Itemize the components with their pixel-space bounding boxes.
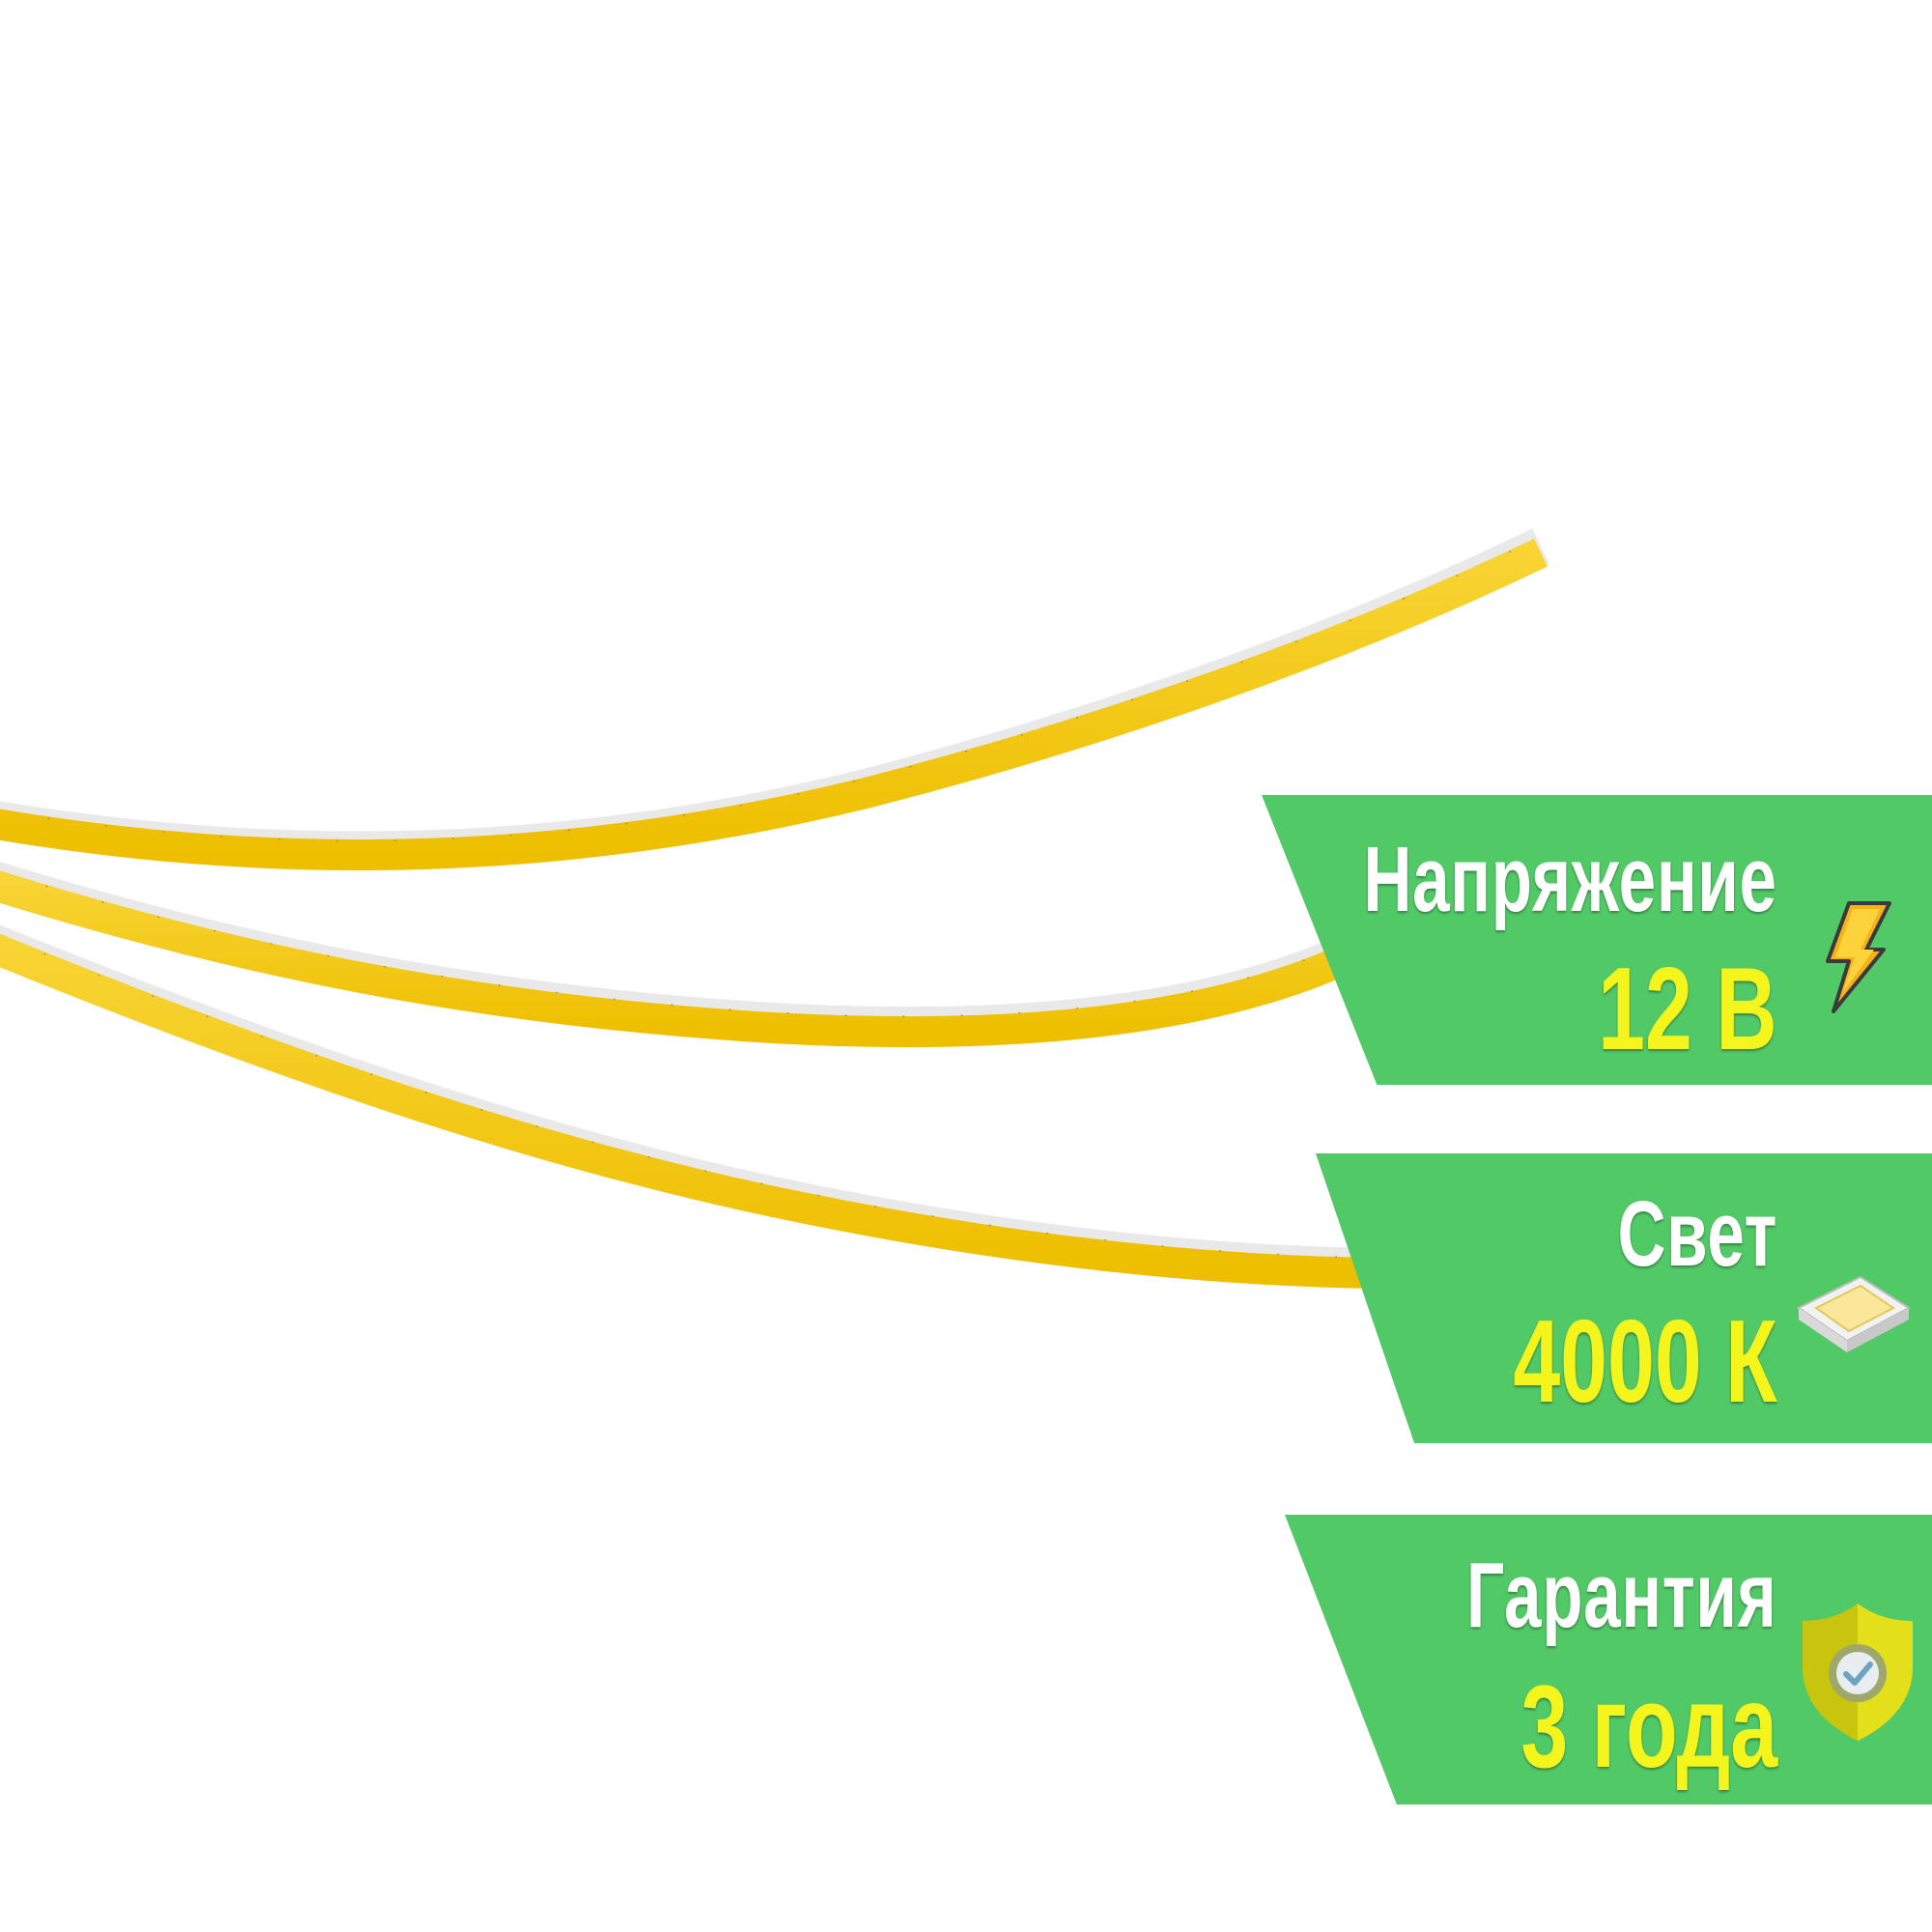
voltage-value: 12 В [1598,943,1777,1074]
badge-background [1262,795,1932,1085]
led-strip-bottom [0,924,1382,1289]
light-badge: Свет 4000 К [1316,1153,1932,1443]
warranty-badge: Гарантия 3 года [1285,1515,1932,1804]
light-label: Свет [1617,1182,1777,1286]
led-strip-top [0,528,1549,870]
warranty-value: 3 года [1520,1661,1777,1792]
light-value: 4000 К [1513,1295,1777,1427]
voltage-badge: Напряжение 12 В [1262,795,1932,1085]
led-strip-middle [0,862,1351,1048]
warranty-label: Гарантия [1466,1544,1777,1647]
led-chip-icon [1797,1275,1911,1352]
lightning-icon [1826,901,1891,1013]
shield-check-icon [1803,1604,1913,1741]
voltage-label: Напряжение [1363,828,1777,931]
